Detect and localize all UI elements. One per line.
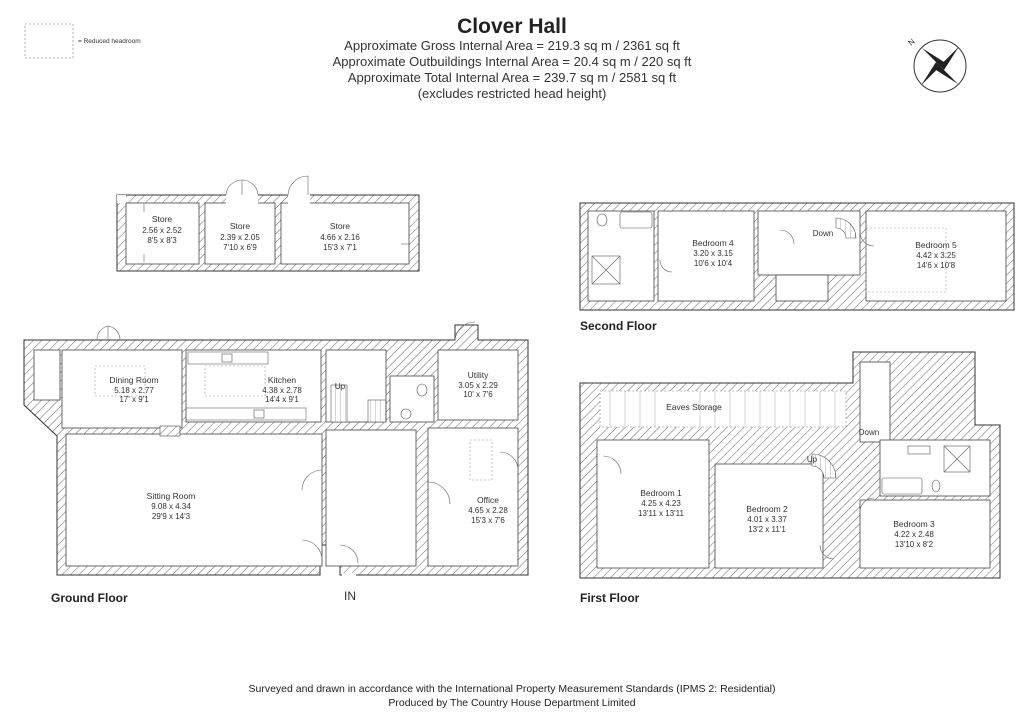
ground-floor-label: Ground Floor	[51, 591, 128, 605]
store1-metric: 2.56 x 2.52	[142, 226, 182, 235]
ground-stairs-up-label: Up	[335, 382, 346, 391]
bedroom5-name: Bedroom 5	[915, 240, 957, 250]
store2-imperial: 7'10 x 6'9	[223, 243, 257, 252]
second-stairs-down-label: Down	[813, 229, 833, 238]
bedroom2-metric: 4.01 x 3.37	[747, 515, 787, 524]
dining-room-name: Dining Room	[109, 375, 158, 385]
store1-imperial: 8'5 x 8'3	[147, 236, 177, 245]
bedroom5-metric: 4.42 x 3.25	[916, 251, 956, 260]
dining-room-metric: 5.18 x 2.77	[114, 386, 154, 395]
outbuildings-plan	[116, 175, 420, 272]
plan-title: Clover Hall	[457, 15, 567, 38]
bedroom3-metric: 4.22 x 2.48	[894, 530, 934, 539]
bedroom2-imperial: 13'2 x 11'1	[748, 525, 786, 534]
sitting-room-metric: 9.08 x 4.34	[151, 502, 191, 511]
bedroom3-imperial: 13'10 x 8'2	[895, 540, 934, 549]
office-metric: 4.65 x 2.28	[468, 506, 508, 515]
outbuildings-area-text: Approximate Outbuildings Internal Area =…	[333, 54, 692, 69]
bedroom4-metric: 3.20 x 3.15	[693, 249, 733, 258]
office-name: Office	[477, 495, 499, 505]
eaves-storage-label: Eaves Storage	[666, 402, 722, 412]
dining-room-imperial: 17' x 9'1	[119, 395, 149, 404]
compass-north-label: N	[907, 37, 917, 48]
bedroom4-imperial: 10'6 x 10'4	[694, 259, 733, 268]
bedroom5-imperial: 14'6 x 10'8	[917, 261, 956, 270]
second-floor-plan	[579, 202, 1015, 311]
first-floor-label: First Floor	[580, 591, 640, 605]
compass-icon	[913, 39, 967, 93]
kitchen-imperial: 14'4 x 9'1	[265, 395, 299, 404]
bedroom3-name: Bedroom 3	[893, 519, 935, 529]
first-floor-plan	[579, 351, 1001, 579]
reduced-headroom-swatch	[24, 23, 74, 59]
bedroom1-name: Bedroom 1	[640, 488, 682, 498]
bedroom2-name: Bedroom 2	[746, 504, 788, 514]
sitting-room-imperial: 29'9 x 14'3	[152, 512, 191, 521]
first-stairs-up-label: Up	[807, 455, 818, 464]
first-stairs-down-label: Down	[859, 428, 879, 437]
store2-metric: 2.39 x 2.05	[220, 233, 260, 242]
utility-name: Utility	[468, 370, 490, 380]
store3-imperial: 15'3 x 7'1	[323, 243, 357, 252]
kitchen-metric: 4.38 x 2.78	[262, 386, 302, 395]
kitchen-name: Kitchen	[268, 375, 297, 385]
headroom-note-text: (excludes restricted head height)	[418, 86, 607, 101]
second-floor-label: Second Floor	[580, 319, 657, 333]
store2-name: Store	[230, 221, 251, 231]
footer-standards-text: Surveyed and drawn in accordance with th…	[248, 683, 775, 695]
store3-name: Store	[330, 221, 351, 231]
ground-floor-plan	[23, 321, 529, 577]
bedroom4-name: Bedroom 4	[692, 238, 734, 248]
gross-area-text: Approximate Gross Internal Area = 219.3 …	[344, 38, 680, 53]
bedroom1-imperial: 13'11 x 13'11	[638, 509, 684, 518]
legend-label: = Reduced headroom	[78, 38, 141, 45]
entrance-label: IN	[344, 589, 356, 603]
total-area-text: Approximate Total Internal Area = 239.7 …	[348, 70, 677, 85]
store1-name: Store	[152, 214, 173, 224]
bedroom1-metric: 4.25 x 4.23	[641, 499, 681, 508]
store3-metric: 4.66 x 2.16	[320, 233, 360, 242]
office-imperial: 15'3 x 7'6	[471, 516, 505, 525]
footer-producer-text: Produced by The Country House Department…	[388, 697, 635, 709]
sitting-room-name: Sitting Room	[147, 491, 196, 501]
utility-imperial: 10' x 7'6	[463, 390, 493, 399]
utility-metric: 3.05 x 2.29	[458, 381, 498, 390]
